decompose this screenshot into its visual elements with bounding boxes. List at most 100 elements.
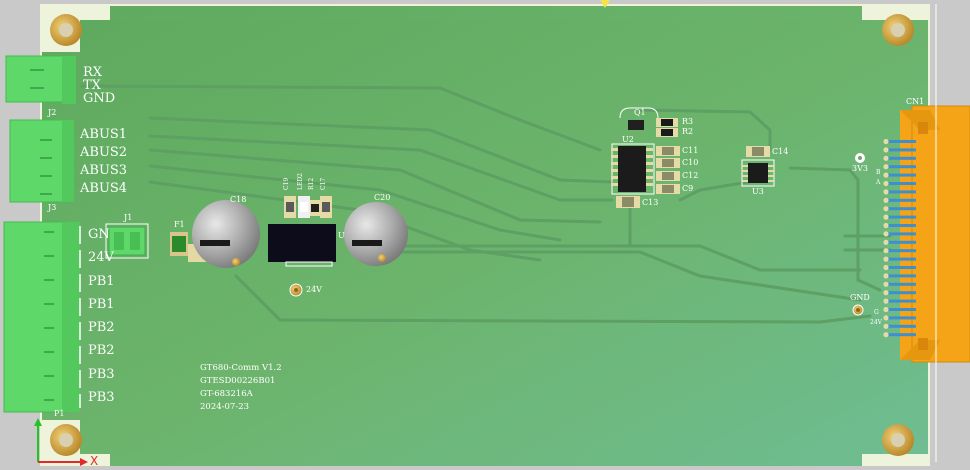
cn1-pad: [883, 197, 889, 203]
mounting-hole-bl: [50, 424, 82, 456]
cn1-pin: [886, 257, 916, 261]
cn1-pin: [886, 173, 916, 177]
cn1-pin-b: B: [876, 169, 881, 176]
cn1-pad: [883, 298, 889, 304]
cn1-pin-24v: 24V: [870, 319, 882, 326]
r2-ref: R2: [682, 127, 694, 136]
cn1-pin: [886, 182, 916, 185]
copper-traces: [80, 84, 892, 324]
cn1-pad: [883, 281, 889, 287]
j2-label-tx: TX: [83, 78, 101, 93]
cn1-pin: [886, 291, 916, 295]
cn1-pin: [886, 299, 916, 303]
cn1-pad: [883, 214, 889, 220]
r12-ref: R12: [308, 177, 315, 190]
capacitor-c13: [616, 196, 640, 208]
u2-ref: U2: [622, 135, 634, 144]
cn1-pad: [883, 290, 889, 296]
cn1-pad: [883, 273, 889, 279]
cn1-pad: [883, 206, 889, 212]
cn1-pin: [886, 249, 916, 253]
capacitor-array: [656, 146, 680, 194]
cn1-pad: [883, 256, 889, 262]
cn1-pad: [883, 264, 889, 271]
cn1-pad: [883, 323, 889, 329]
j2-label-rx: RX: [83, 65, 103, 80]
cn1-pin: [886, 282, 916, 286]
testpoint-3v3[interactable]: [855, 153, 865, 163]
connector-cn1[interactable]: [883, 105, 970, 363]
c18-ref: C18: [230, 195, 247, 204]
cn1-pad: [883, 222, 889, 229]
regulator-u: [268, 224, 336, 267]
cn1-ref: CN1: [906, 97, 925, 106]
ic-u3: [741, 159, 775, 187]
terminal-j3[interactable]: [9, 119, 74, 203]
board-info-line2: GTESD00226B01: [200, 376, 276, 386]
cn1-pad: [883, 180, 889, 187]
cn1-pin: [886, 165, 916, 169]
header-j1[interactable]: [105, 223, 149, 259]
c14-ref: C14: [772, 147, 789, 156]
j1-ref: J1: [124, 213, 133, 222]
cn1-pin: [886, 207, 916, 211]
p1-label-pb1a: PB1: [88, 274, 115, 289]
r3-ref: R3: [682, 117, 694, 126]
c20-ref: C20: [374, 193, 391, 202]
cn1-pad: [883, 239, 889, 245]
cn1-pin: [886, 140, 916, 143]
u-ref: U: [338, 231, 345, 240]
cn1-pin: [886, 224, 916, 227]
j3-label-abus2: ABUS2: [80, 145, 128, 160]
j3-label-abus4: ABUS4: [80, 181, 128, 196]
terminal-j2[interactable]: [5, 55, 76, 104]
f1-ref: F1: [174, 220, 185, 229]
cn1-pin: [886, 232, 916, 236]
cn1-pad: [883, 147, 889, 153]
cn1-pad: [883, 231, 889, 237]
cn1-pin: [886, 333, 916, 337]
cn1-pad: [883, 138, 889, 145]
p1-label-pb2a: PB2: [88, 320, 115, 335]
c13-ref: C13: [642, 198, 659, 207]
p1-ref: P1: [54, 409, 65, 418]
origin-marker: [600, 0, 610, 8]
c12-ref: C12: [682, 171, 699, 180]
j3-ref: J3: [48, 203, 57, 212]
cn1-pin: [886, 324, 916, 328]
mounting-hole-br: [882, 424, 914, 456]
resistor-r2: [656, 128, 678, 137]
cn1-pin: [886, 190, 916, 194]
cn1-pin: [886, 316, 916, 320]
cn1-pad: [883, 248, 889, 254]
cn1-pin: [886, 215, 916, 219]
cn1-pad: [883, 189, 889, 195]
p1-label-24v: 24V: [88, 250, 114, 265]
u3-ref: U3: [752, 187, 764, 196]
cn1-pin-a: A: [876, 179, 881, 186]
testpoint-gnd[interactable]: [852, 304, 864, 316]
pcb-board: [40, 4, 930, 468]
board-info-line1: GT680-Comm V1.2: [200, 363, 282, 373]
transistor-q1: [619, 107, 659, 130]
terminal-p1[interactable]: [3, 221, 81, 413]
cn1-pad: [883, 172, 889, 178]
capacitor-c14: [746, 146, 770, 157]
cn1-pad: [883, 332, 889, 338]
c11-ref: C11: [682, 146, 699, 155]
testpoint-24v-label: 24V: [306, 285, 322, 294]
j2-label-gnd: GND: [83, 91, 116, 106]
cn1-pin: [886, 148, 916, 152]
led2-ref: LED2: [297, 173, 304, 190]
cn1-pad: [883, 164, 889, 170]
testpoint-24v[interactable]: [289, 283, 303, 297]
cn1-pin: [886, 308, 916, 311]
mounting-hole-tl: [50, 14, 82, 46]
c17-ref: C17: [320, 177, 327, 190]
cn1-pin: [886, 266, 916, 269]
mounting-hole-tr: [882, 14, 914, 46]
axis-gizmo: [34, 418, 88, 466]
p1-label-pb1b: PB1: [88, 297, 115, 312]
